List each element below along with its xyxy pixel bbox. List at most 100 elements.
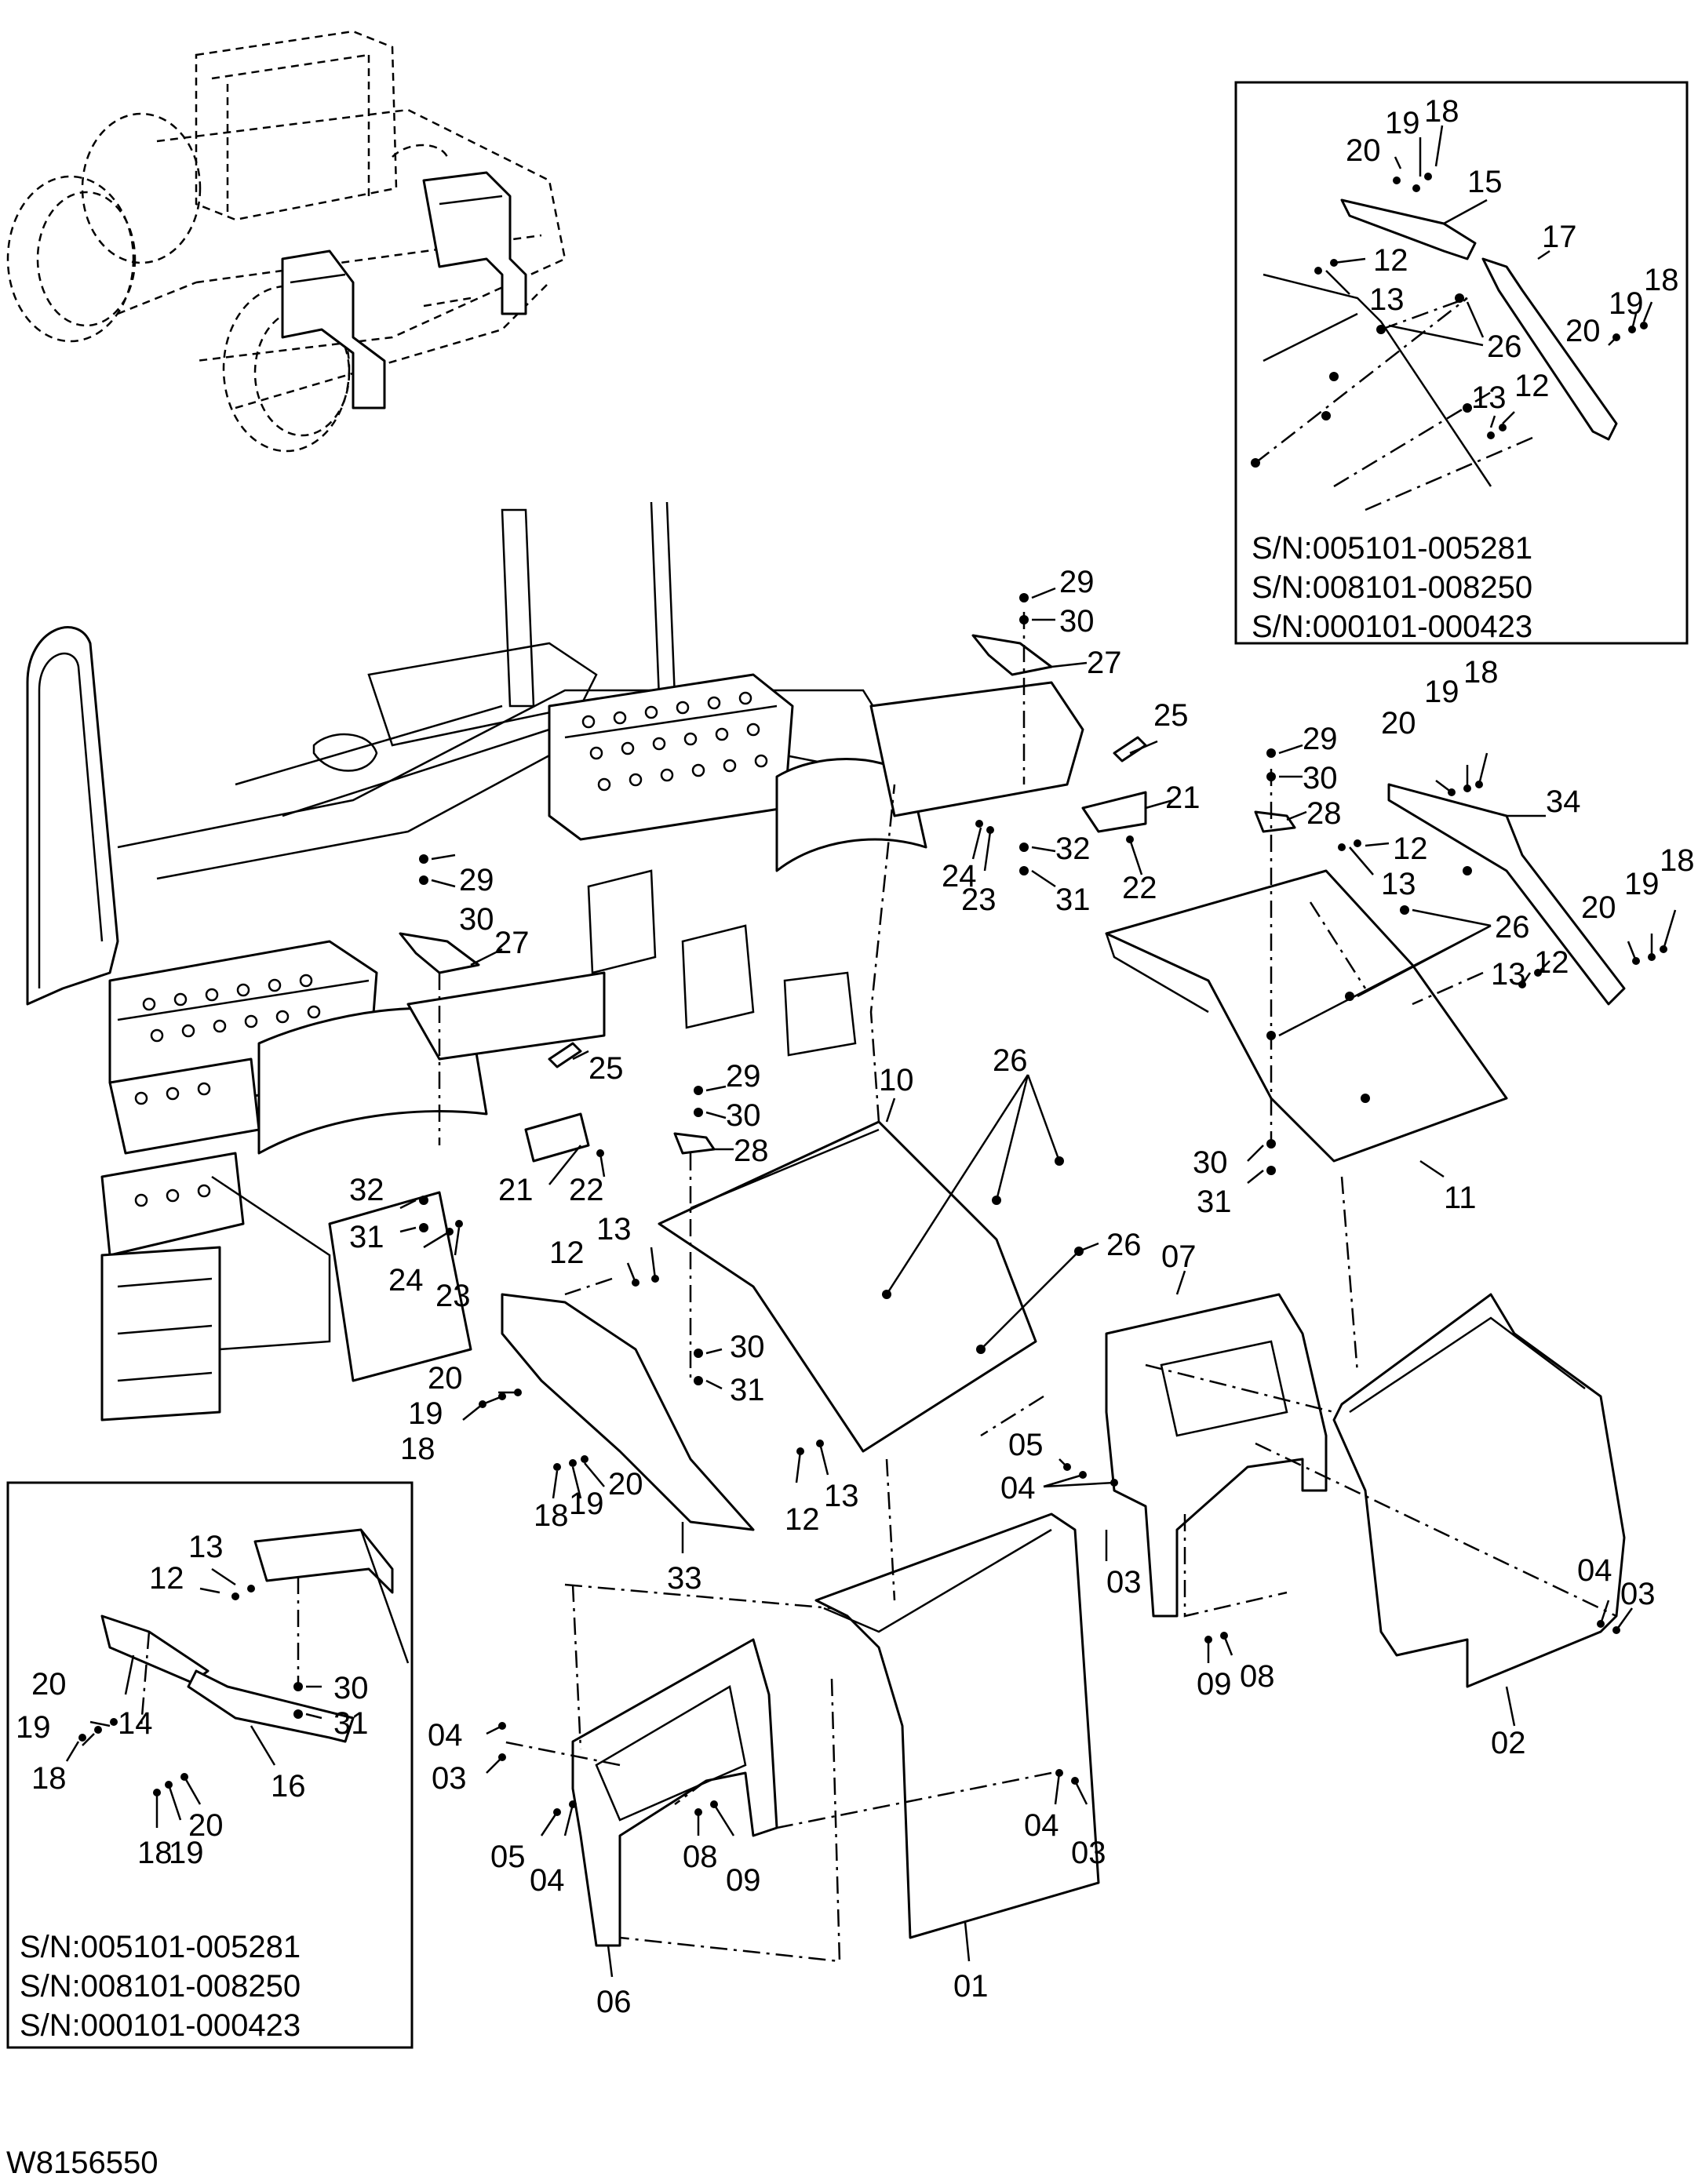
label-31: 31 xyxy=(1055,883,1091,917)
label-34: 34 xyxy=(1546,784,1581,819)
label-02: 02 xyxy=(1491,1726,1526,1760)
inset-tr-label-18b: 18 xyxy=(1644,263,1679,297)
label-29: 29 xyxy=(1059,565,1095,599)
label-29: 29 xyxy=(459,863,494,897)
label-12: 12 xyxy=(785,1502,820,1537)
label-03: 03 xyxy=(1071,1836,1106,1870)
inset-bl-label-12: 12 xyxy=(149,1561,184,1596)
label-20: 20 xyxy=(1581,890,1616,925)
inset-bl-serial-1: S/N:005101-005281 xyxy=(20,1930,301,1964)
inset-tr-serial-3: S/N:000101-000423 xyxy=(1252,610,1532,644)
leader-lines xyxy=(399,587,1677,1978)
label-28: 28 xyxy=(1306,796,1342,831)
label-18: 18 xyxy=(1463,655,1499,690)
label-04: 04 xyxy=(1000,1471,1036,1505)
label-19: 19 xyxy=(408,1396,443,1431)
inset-tr-label-13a: 13 xyxy=(1369,282,1405,317)
label-13: 13 xyxy=(824,1479,859,1513)
label-30: 30 xyxy=(1193,1145,1228,1180)
label-03: 03 xyxy=(1106,1565,1142,1600)
label-31: 31 xyxy=(1197,1185,1232,1219)
label-29: 29 xyxy=(726,1059,761,1094)
inset-tr-serial-1: S/N:005101-005281 xyxy=(1252,531,1532,566)
machine-overview-sketch xyxy=(6,30,567,453)
assembly-lines xyxy=(438,612,1617,1963)
label-20: 20 xyxy=(1381,706,1416,741)
machine-frame xyxy=(26,501,1084,1421)
label-09: 09 xyxy=(1197,1667,1232,1702)
label-03: 03 xyxy=(432,1761,467,1796)
inset-tr-label-17: 17 xyxy=(1542,220,1577,254)
inset-bl-label-31: 31 xyxy=(333,1706,369,1741)
label-18: 18 xyxy=(1660,843,1695,878)
label-04: 04 xyxy=(1577,1553,1612,1588)
label-12: 12 xyxy=(549,1236,585,1270)
drawing-number: W8156550 xyxy=(6,2146,158,2180)
label-30: 30 xyxy=(726,1098,761,1133)
label-29: 29 xyxy=(1303,722,1338,756)
inset-bl-serial-2: S/N:008101-008250 xyxy=(20,1969,301,2004)
inset-bl-label-20b: 20 xyxy=(188,1808,224,1843)
inset-bl-label-19b: 19 xyxy=(169,1836,204,1870)
inset-tr-label-15: 15 xyxy=(1467,165,1503,199)
inset-tr-label-12b: 12 xyxy=(1514,369,1550,403)
label-12: 12 xyxy=(1393,832,1428,866)
inset-tr-label-19a: 19 xyxy=(1385,106,1420,140)
label-04: 04 xyxy=(1024,1808,1059,1843)
label-08: 08 xyxy=(683,1840,718,1874)
label-32: 32 xyxy=(349,1173,384,1207)
label-12: 12 xyxy=(1534,945,1569,980)
label-20: 20 xyxy=(608,1467,643,1502)
label-30: 30 xyxy=(1059,604,1095,639)
inset-bl-label-18b: 18 xyxy=(137,1836,173,1870)
label-27: 27 xyxy=(1087,646,1122,680)
inset-bl-serial-3: S/N:000101-000423 xyxy=(20,2008,301,2043)
label-07: 07 xyxy=(1161,1239,1197,1274)
label-01: 01 xyxy=(953,1969,989,2004)
platform-perforations xyxy=(134,691,768,1207)
label-24: 24 xyxy=(942,859,977,894)
inset-tr-serial-2: S/N:008101-008250 xyxy=(1252,570,1532,605)
label-30: 30 xyxy=(459,902,494,937)
label-09: 09 xyxy=(726,1863,761,1898)
label-23: 23 xyxy=(961,883,997,917)
label-33: 33 xyxy=(667,1561,702,1596)
inset-bottom-left: 13 12 30 31 20 19 18 14 20 19 18 16 S/N:… xyxy=(6,1481,414,2049)
inset-bl-label-13: 13 xyxy=(188,1530,224,1564)
part-labels: 29 30 27 25 21 22 32 31 24 23 29 30 28 2… xyxy=(349,565,1695,2019)
fender-parts xyxy=(399,634,1626,1947)
inset-bl-label-20a: 20 xyxy=(31,1667,67,1702)
inset-bl-label-19a: 19 xyxy=(16,1710,51,1745)
label-23: 23 xyxy=(435,1279,471,1313)
label-20: 20 xyxy=(428,1361,463,1396)
label-04: 04 xyxy=(530,1863,565,1898)
label-25: 25 xyxy=(1153,698,1189,733)
label-08: 08 xyxy=(1240,1659,1275,1694)
inset-bl-label-16: 16 xyxy=(271,1769,306,1804)
label-05: 05 xyxy=(490,1840,526,1874)
label-22: 22 xyxy=(1122,871,1157,905)
inset-tr-label-26: 26 xyxy=(1487,329,1522,364)
label-28: 28 xyxy=(734,1134,769,1168)
label-19: 19 xyxy=(569,1487,604,1521)
label-04: 04 xyxy=(428,1718,463,1753)
label-22: 22 xyxy=(569,1173,604,1207)
label-13: 13 xyxy=(1491,957,1526,992)
label-18: 18 xyxy=(400,1432,435,1466)
label-10: 10 xyxy=(879,1063,914,1097)
label-27: 27 xyxy=(494,926,530,960)
inset-bl-label-30: 30 xyxy=(333,1671,369,1705)
label-26: 26 xyxy=(993,1043,1028,1078)
inset-tr-label-20b: 20 xyxy=(1565,314,1601,348)
label-31: 31 xyxy=(730,1373,765,1407)
label-26: 26 xyxy=(1106,1228,1142,1262)
label-19: 19 xyxy=(1424,675,1459,709)
label-13: 13 xyxy=(1381,867,1416,901)
label-26: 26 xyxy=(1495,910,1530,945)
inset-tr-label-12a: 12 xyxy=(1373,243,1408,278)
label-30: 30 xyxy=(1303,761,1338,795)
label-19: 19 xyxy=(1624,867,1660,901)
label-06: 06 xyxy=(596,1985,632,2019)
inset-top-right: 18 19 20 15 12 13 17 26 20 19 18 13 12 S… xyxy=(1234,81,1689,645)
